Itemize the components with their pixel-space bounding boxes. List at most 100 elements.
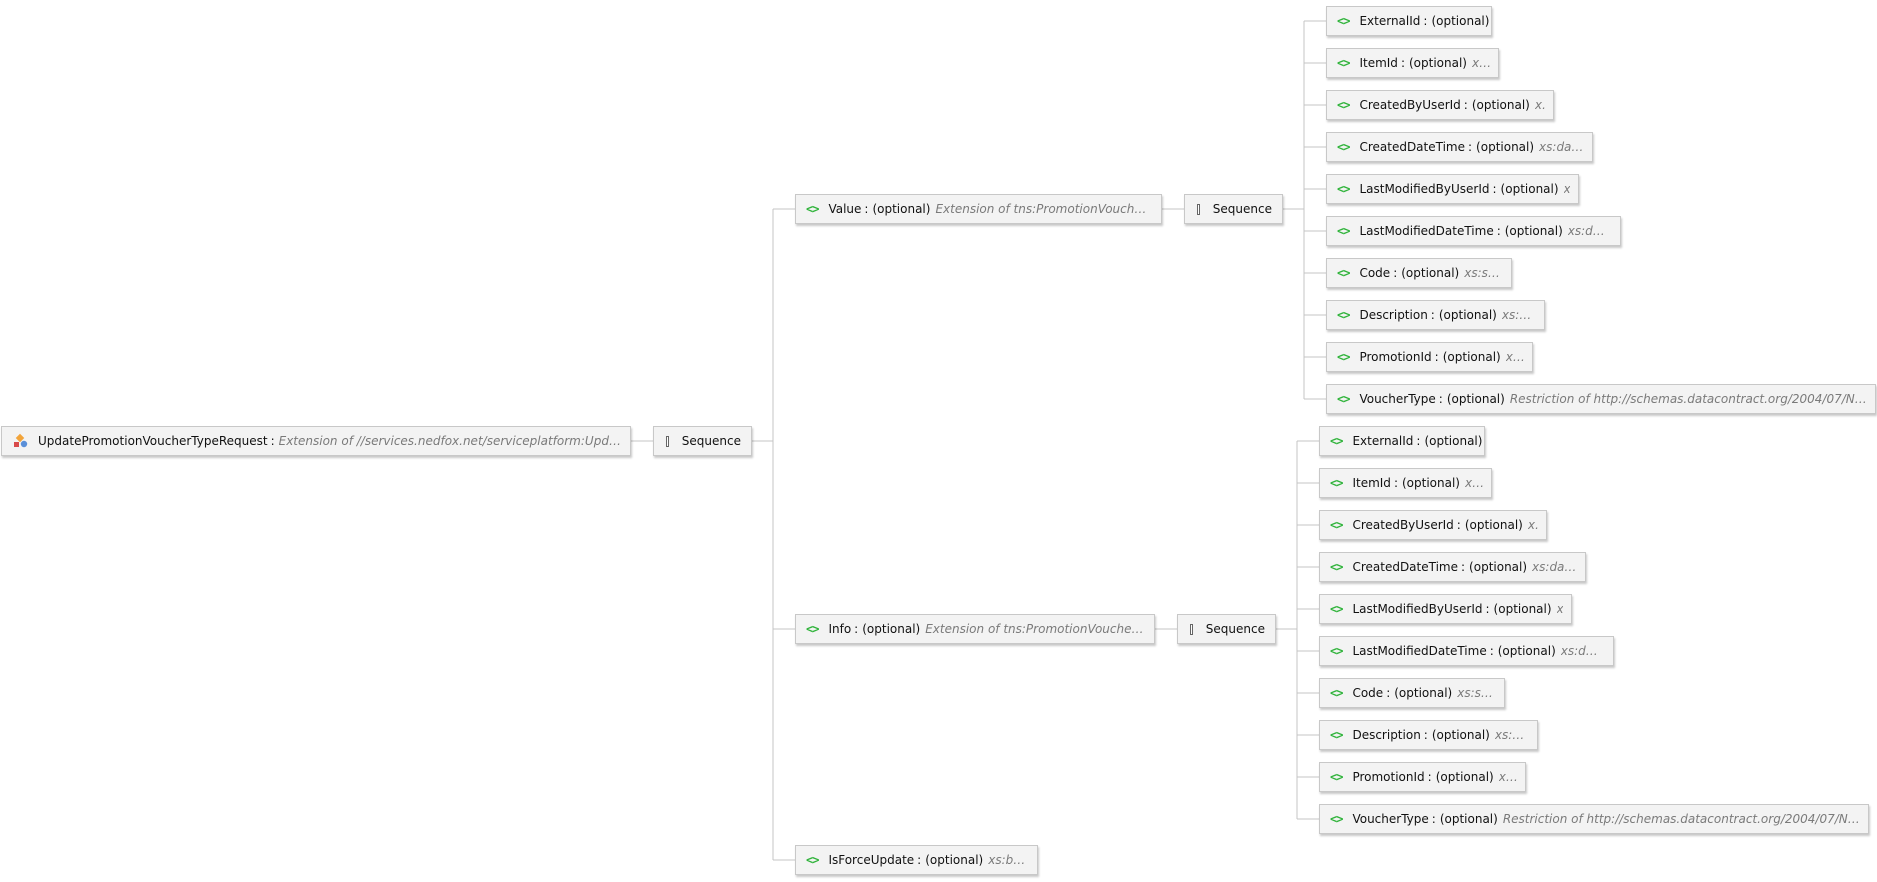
element-name: Code (1359, 266, 1391, 280)
info-child-externalid[interactable]: <>ExternalId:(optional)xs:int (1319, 426, 1485, 456)
element-type: xs:string (1501, 308, 1536, 322)
element-name: LastModifiedByUserId (1359, 182, 1490, 196)
optional-label: (optional) (1446, 392, 1505, 406)
element-type: xs:int (1556, 602, 1563, 616)
element-type: xs:int (1464, 476, 1483, 490)
info-child-createdbyuserid[interactable]: <>CreatedByUserId:(optional)xs:int (1319, 510, 1547, 540)
element-type: xs:int (1505, 350, 1524, 364)
optional-label: (optional) (1435, 770, 1494, 784)
info-child-description[interactable]: <>Description:(optional)xs:string (1319, 720, 1538, 750)
optional-label: (optional) (1504, 224, 1563, 238)
element-type: xs:int (1471, 56, 1490, 70)
element-icon: <> (806, 622, 819, 636)
sequence-icon (1190, 623, 1193, 635)
element-name: LastModifiedByUserId (1352, 602, 1483, 616)
element-type: xs:int (1563, 182, 1570, 196)
sequence-icon (666, 435, 669, 447)
optional-label: (optional) (1471, 98, 1530, 112)
value-child-externalid[interactable]: <>ExternalId:(optional)xs:int (1326, 6, 1492, 36)
element-icon: <> (806, 853, 819, 867)
element-node-info[interactable]: <> Info : (optional) Extension of tns:Pr… (795, 614, 1155, 644)
element-name: ItemId (1359, 56, 1398, 70)
optional-label: (optional) (1401, 476, 1460, 490)
element-icon: <> (1330, 812, 1343, 826)
element-icon: <> (1330, 476, 1343, 490)
optional-label: (optional) (1394, 686, 1453, 700)
element-name: Info (828, 622, 852, 636)
element-icon: <> (1330, 686, 1343, 700)
optional-label: (optional) (862, 622, 921, 636)
element-name: PromotionId (1352, 770, 1425, 784)
optional-label: (optional) (1464, 518, 1523, 532)
value-child-code[interactable]: <>Code:(optional)xs:string (1326, 258, 1512, 288)
element-name: VoucherType (1352, 812, 1429, 826)
element-icon: <> (1337, 182, 1350, 196)
value-child-createddatetime[interactable]: <>CreatedDateTime:(optional)xs:dateTime (1326, 132, 1593, 162)
optional-label: (optional) (1476, 140, 1535, 154)
root-element-node[interactable]: UpdatePromotionVoucherTypeRequest : Exte… (1, 426, 631, 456)
sequence-label: Sequence (681, 434, 741, 448)
value-sequence-node[interactable]: Sequence (1184, 194, 1283, 224)
value-child-lastmodifiedbyuserid[interactable]: <>LastModifiedByUserId:(optional)xs:int (1326, 174, 1579, 204)
optional-label: (optional) (1442, 350, 1501, 364)
info-child-createddatetime[interactable]: <>CreatedDateTime:(optional)xs:dateTime (1319, 552, 1586, 582)
info-child-lastmodifieddatetime[interactable]: <>LastModifiedDateTime:(optional)xs:date… (1319, 636, 1614, 666)
element-icon: <> (1337, 266, 1350, 280)
element-name: CreatedByUserId (1359, 98, 1461, 112)
element-icon: <> (1337, 14, 1350, 28)
element-name: LastModifiedDateTime (1359, 224, 1494, 238)
element-name: IsForceUpdate (828, 853, 915, 867)
info-child-vouchertype[interactable]: <>VoucherType:(optional)Restriction of h… (1319, 804, 1869, 834)
info-child-code[interactable]: <>Code:(optional)xs:string (1319, 678, 1505, 708)
info-child-itemid[interactable]: <>ItemId:(optional)xs:int (1319, 468, 1492, 498)
element-icon: <> (1337, 56, 1350, 70)
value-child-vouchertype[interactable]: <>VoucherType:(optional)Restriction of h… (1326, 384, 1876, 414)
optional-label: (optional) (872, 202, 931, 216)
root-element-name: UpdatePromotionVoucherTypeRequest (38, 434, 268, 448)
element-icon: <> (1337, 350, 1350, 364)
element-name: ItemId (1352, 476, 1391, 490)
element-node-isforceupdate[interactable]: <> IsForceUpdate : (optional) xs:boolean (795, 845, 1038, 875)
value-child-createdbyuserid[interactable]: <>CreatedByUserId:(optional)xs:int (1326, 90, 1554, 120)
element-node-value[interactable]: <> Value : (optional) Extension of tns:P… (795, 194, 1162, 224)
value-child-description[interactable]: <>Description:(optional)xs:string (1326, 300, 1545, 330)
element-icon: <> (1330, 644, 1343, 658)
element-name: ExternalId (1352, 434, 1414, 448)
value-child-promotionid[interactable]: <>PromotionId:(optional)xs:int (1326, 342, 1533, 372)
value-child-itemid[interactable]: <>ItemId:(optional)xs:int (1326, 48, 1499, 78)
optional-label: (optional) (1431, 728, 1490, 742)
element-name: LastModifiedDateTime (1352, 644, 1487, 658)
element-icon: <> (1330, 560, 1343, 574)
element-icon: <> (1337, 308, 1350, 322)
root-element-type: Extension of //services.nedfox.net/servi… (278, 434, 622, 448)
sequence-icon (1197, 203, 1200, 215)
element-name: Value (828, 202, 862, 216)
element-name: PromotionId (1359, 350, 1432, 364)
element-type: Restriction of http://schemas.datacontra… (1502, 812, 1860, 826)
element-icon: <> (1337, 98, 1350, 112)
element-name: VoucherType (1359, 392, 1436, 406)
element-icon: <> (1337, 392, 1350, 406)
element-type: xs:string (1457, 686, 1496, 700)
optional-label: (optional) (1431, 14, 1490, 28)
info-child-lastmodifiedbyuserid[interactable]: <>LastModifiedByUserId:(optional)xs:int (1319, 594, 1572, 624)
root-sequence-node[interactable]: Sequence (653, 426, 752, 456)
element-icon: <> (1330, 728, 1343, 742)
complex-type-icon (12, 433, 30, 449)
element-type: xs:string (1494, 728, 1529, 742)
element-type: xs:int (1534, 98, 1545, 112)
info-sequence-node[interactable]: Sequence (1177, 614, 1276, 644)
element-icon: <> (1337, 224, 1350, 238)
element-name: Description (1359, 308, 1428, 322)
element-type: xs:int (1527, 518, 1538, 532)
optional-label: (optional) (1401, 266, 1460, 280)
info-child-promotionid[interactable]: <>PromotionId:(optional)xs:int (1319, 762, 1526, 792)
optional-label: (optional) (1424, 434, 1483, 448)
element-name: CreatedDateTime (1352, 560, 1458, 574)
optional-label: (optional) (1438, 308, 1497, 322)
optional-label: (optional) (1493, 602, 1552, 616)
element-type: xs:dateTime (1567, 224, 1612, 238)
optional-label: (optional) (1469, 560, 1528, 574)
value-child-lastmodifieddatetime[interactable]: <>LastModifiedDateTime:(optional)xs:date… (1326, 216, 1621, 246)
